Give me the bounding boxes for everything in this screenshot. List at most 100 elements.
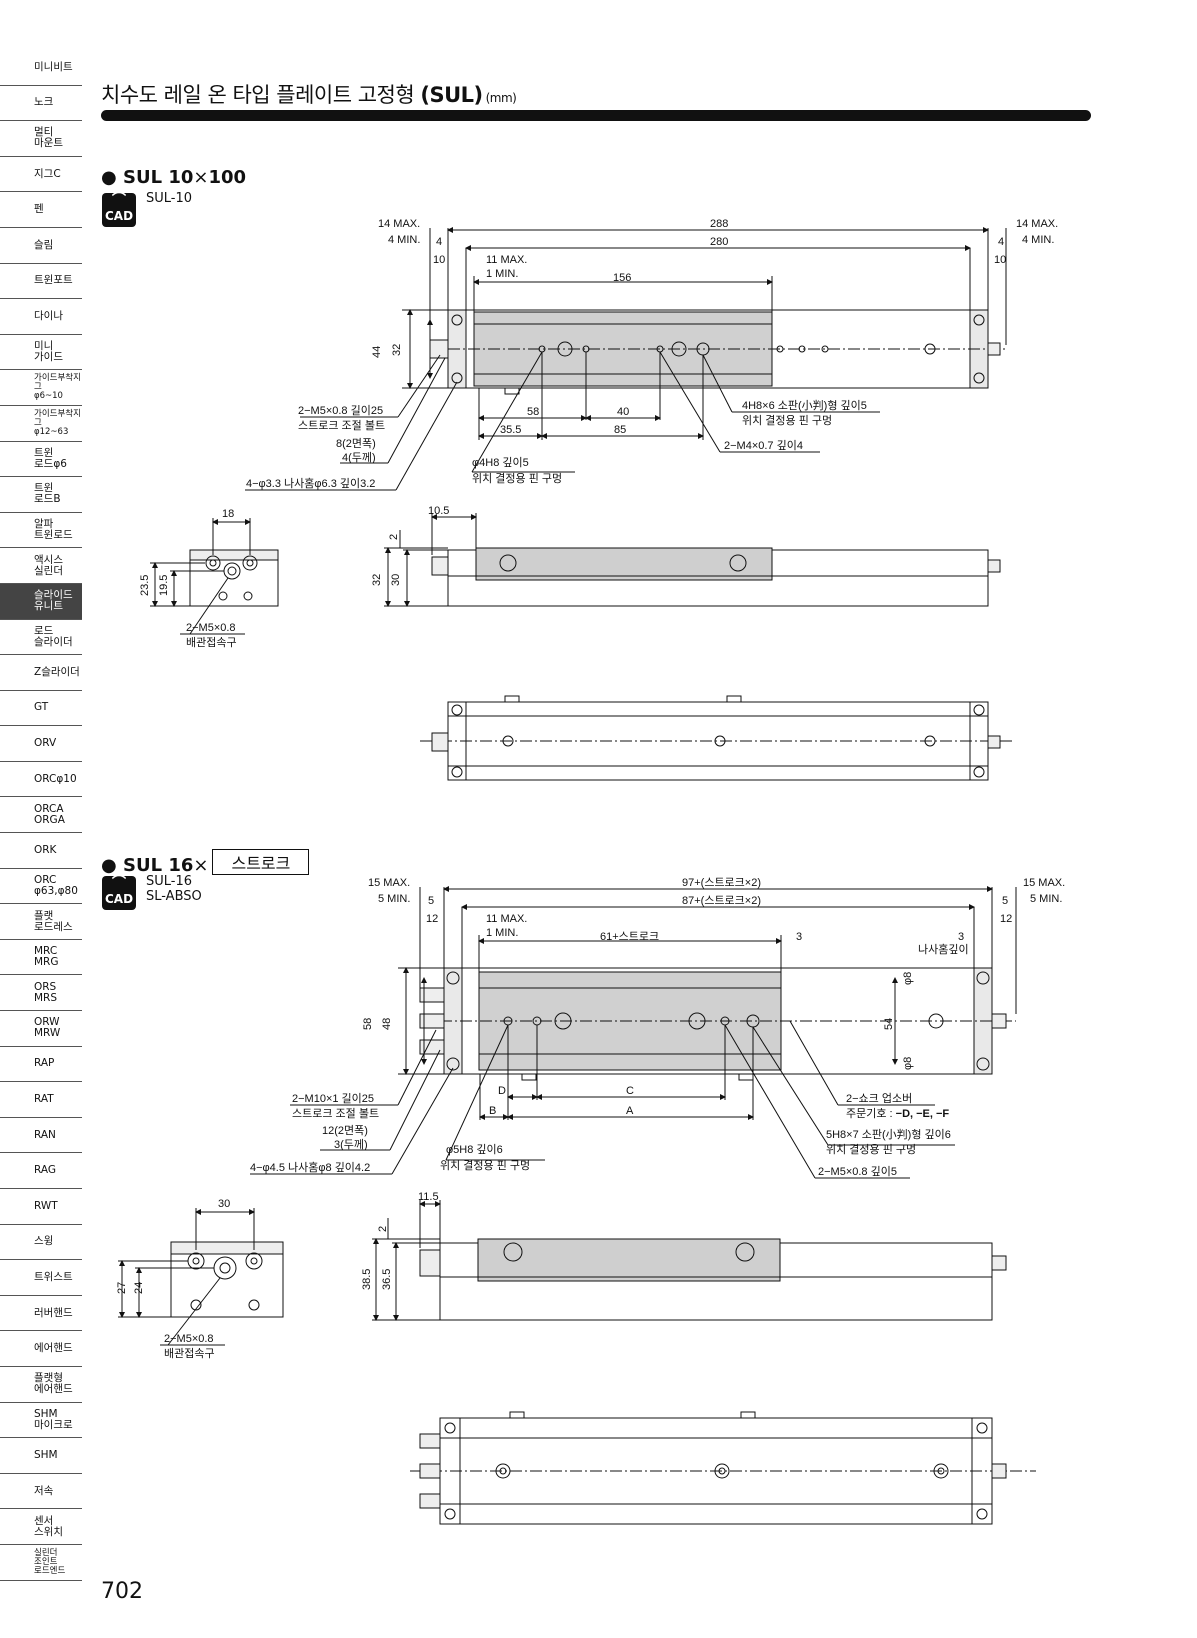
sidebar-item[interactable]: 에어핸드 xyxy=(0,1331,82,1367)
sidebar-item[interactable]: 플랫형 에어핸드 xyxy=(0,1367,82,1403)
dim-label: B xyxy=(489,1105,496,1117)
sidebar-item[interactable]: ORC φ63,φ80 xyxy=(0,869,82,905)
sidebar-item[interactable]: ORS MRS xyxy=(0,975,82,1012)
dim-label: 나사홈깊이 xyxy=(918,942,969,956)
dim-label: φ8 xyxy=(902,1057,914,1070)
dim-label: 30 xyxy=(390,574,402,586)
dim-label: 24 xyxy=(133,1282,145,1294)
sidebar-item[interactable]: 다이나 xyxy=(0,299,82,335)
sidebar-item[interactable]: 미니 가이드 xyxy=(0,335,82,371)
callout-text: 4(두께) xyxy=(342,451,376,464)
dim-label: C xyxy=(626,1085,634,1097)
sidebar-item[interactable]: 스윙 xyxy=(0,1225,82,1261)
callout-text: 배관접속구 xyxy=(164,1347,215,1360)
sidebar-item[interactable]: 멀티 마운트 xyxy=(0,121,82,157)
sul16-bottom-view xyxy=(410,1411,1036,1525)
sul16-end-view xyxy=(118,1208,284,1346)
sul10-side-view xyxy=(384,513,1001,607)
dim-label: 10 xyxy=(994,254,1006,266)
sidebar-item[interactable]: 센서 스위치 xyxy=(0,1509,82,1545)
sidebar-item[interactable]: ORV xyxy=(0,726,82,762)
dim-label: φ8 xyxy=(902,972,914,985)
sidebar-item[interactable]: MRC MRG xyxy=(0,940,82,976)
dim-label: 85 xyxy=(614,424,626,436)
sidebar-item[interactable]: 가이드부착지그 φ6~10 xyxy=(0,370,82,406)
dim-label: 4 MIN. xyxy=(388,234,420,246)
dim-label: 3 xyxy=(796,931,802,943)
sidebar-item[interactable]: ORCA ORGA xyxy=(0,797,82,834)
sidebar-item[interactable]: 가이드부착지그 φ12~63 xyxy=(0,406,82,442)
sidebar-item[interactable]: 슬라이드 유니트 xyxy=(0,583,82,620)
dim-label: 288 xyxy=(710,218,728,230)
sul10-top-view xyxy=(429,309,1008,395)
callout-text: 2−쇼크 업소버 xyxy=(846,1092,912,1105)
sidebar-item[interactable]: ORK xyxy=(0,833,82,869)
dim-label: 12 xyxy=(426,913,438,925)
section2-variant: SL-ABSO xyxy=(146,889,202,904)
callout-text: 3(두께) xyxy=(334,1138,368,1151)
callout-text: φ5H8 깊이6 xyxy=(446,1143,503,1156)
sidebar-item[interactable]: ORW MRW xyxy=(0,1011,82,1047)
callout-text: 4H8×6 소판(小判)형 깊이5 xyxy=(742,399,867,412)
sul16-side-view xyxy=(372,1200,1007,1321)
sidebar-item[interactable]: 플랫 로드레스 xyxy=(0,904,82,940)
dim-label: 4 xyxy=(436,236,442,248)
order-code: −D, −E, −F xyxy=(896,1108,950,1120)
sidebar-item[interactable]: GT xyxy=(0,691,82,727)
dim-label: 11 MAX. xyxy=(486,913,527,925)
sidebar-item[interactable]: 실린더 조인트 로드엔드 xyxy=(0,1545,82,1581)
sidebar-item[interactable]: 트윈 로드B xyxy=(0,477,82,513)
sidebar-item[interactable]: 알파 트윈로드 xyxy=(0,513,82,549)
sidebar-item[interactable]: RAT xyxy=(0,1082,82,1118)
cad-icon: ⌒CAD xyxy=(102,193,136,227)
sidebar-item[interactable]: 트윈포트 xyxy=(0,264,82,300)
sidebar-item[interactable]: 슬림 xyxy=(0,228,82,264)
sidebar-item[interactable]: 러버핸드 xyxy=(0,1296,82,1332)
dim-label: 4 MIN. xyxy=(1022,234,1054,246)
sidebar-item[interactable]: 저속 xyxy=(0,1474,82,1510)
dim-label: A xyxy=(626,1105,634,1117)
dim-label: 14 MAX. xyxy=(378,218,420,230)
section2-variant: SUL-16 xyxy=(146,874,193,889)
dim-label: 58 xyxy=(362,1018,374,1030)
callout-text: 위치 결정용 핀 구멍 xyxy=(826,1143,916,1156)
sidebar-item[interactable]: 노크 xyxy=(0,86,82,122)
dim-label: 11.5 xyxy=(418,1191,439,1203)
callout-text: 2−M5×0.8 길이25 xyxy=(298,404,383,417)
sul10-bottom-view xyxy=(420,695,1012,781)
dim-label: 44 xyxy=(371,346,383,358)
sidebar-item[interactable]: 미니비트 xyxy=(0,50,82,86)
sidebar-item[interactable]: Z슬라이더 xyxy=(0,655,82,691)
dim-label: 30 xyxy=(218,1198,230,1210)
sidebar-item[interactable]: 액시스 실린더 xyxy=(0,548,82,584)
callout-text: φ4H8 깊이5 xyxy=(472,456,529,469)
dim-label: 4 xyxy=(998,236,1004,248)
dim-label: 5 xyxy=(428,895,434,907)
title-underline-bar xyxy=(101,110,1091,121)
dim-label: 23.5 xyxy=(139,575,151,596)
sidebar-item[interactable]: RWT xyxy=(0,1189,82,1225)
sidebar-item[interactable]: 로드 슬라이더 xyxy=(0,620,82,656)
dim-label: 14 MAX. xyxy=(1016,218,1058,230)
sidebar-item[interactable]: ORCφ10 xyxy=(0,762,82,798)
sidebar-item[interactable]: RAN xyxy=(0,1118,82,1154)
sidebar-item[interactable]: RAG xyxy=(0,1153,82,1189)
dim-label: D xyxy=(498,1085,506,1097)
dim-label: 2 xyxy=(388,534,400,540)
sul16-dimension-lines xyxy=(250,886,1017,1179)
sidebar-item[interactable]: RAP xyxy=(0,1047,82,1083)
sidebar-item[interactable]: 트윈 로드φ6 xyxy=(0,442,82,478)
sidebar-item[interactable]: 펜 xyxy=(0,192,82,228)
dim-label: 27 xyxy=(116,1282,128,1294)
dim-label: 61+스트로크 xyxy=(600,930,659,943)
sidebar-item[interactable]: SHM xyxy=(0,1438,82,1474)
dim-label: 36.5 xyxy=(381,1269,393,1290)
cad-icon: ⌒CAD xyxy=(102,876,136,910)
dim-label: 38.5 xyxy=(361,1269,373,1290)
sidebar-item[interactable]: 트위스트 xyxy=(0,1260,82,1296)
sidebar-item[interactable]: SHM 마이크로 xyxy=(0,1403,82,1439)
section2-heading: ● SUL 16×스트로크 xyxy=(101,849,310,876)
sidebar-item[interactable]: 지그C xyxy=(0,157,82,193)
